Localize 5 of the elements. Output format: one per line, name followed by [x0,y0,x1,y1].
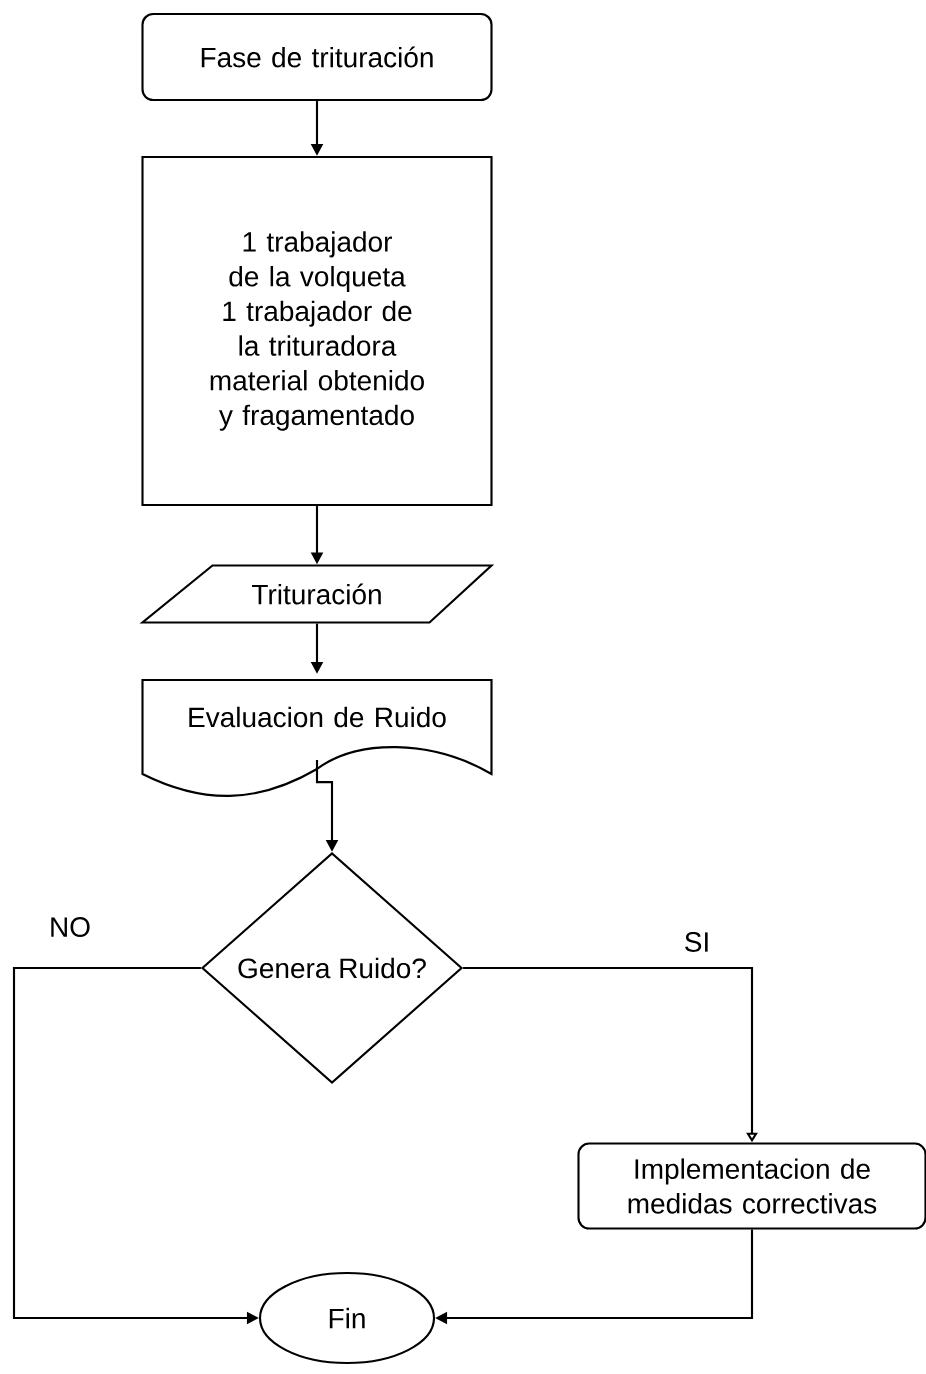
process-box: Implementacion de medidas correctivas [577,1142,926,1230]
process-box: Fase de trituración [141,12,493,102]
edge-label: SI [682,930,712,954]
process-box: 1 trabajador de la volqueta 1 trabajador de la trituradora material obtenido y fragamentado [141,155,493,507]
edge-label: NO [47,915,93,939]
